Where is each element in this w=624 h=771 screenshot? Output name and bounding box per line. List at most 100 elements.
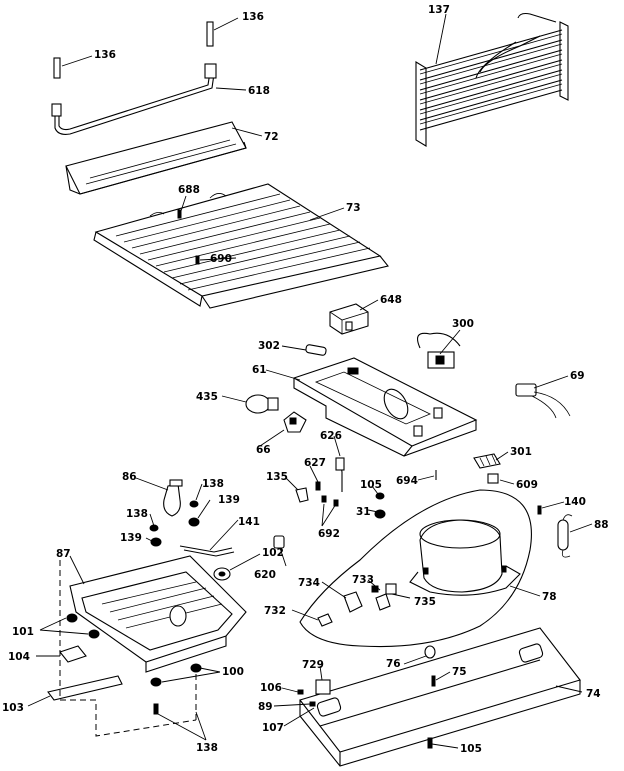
callout-139b: 139 xyxy=(120,532,142,544)
drain-trough xyxy=(65,121,247,195)
callout-735: 735 xyxy=(414,596,436,608)
callout-694: 694 xyxy=(396,475,418,487)
part-106 xyxy=(297,689,304,695)
callout-86: 86 xyxy=(122,471,137,483)
small-hardware xyxy=(295,481,542,519)
pad-104 xyxy=(59,645,87,663)
callout-729: 729 xyxy=(302,659,324,671)
callout-648: 648 xyxy=(380,294,402,306)
thermostat-626 xyxy=(335,457,345,492)
compressor-parts-732-735 xyxy=(317,583,397,627)
callout-105b: 105 xyxy=(460,743,482,755)
power-cord-141 xyxy=(179,535,285,557)
callout-302: 302 xyxy=(258,340,280,352)
fuse-302 xyxy=(305,344,327,356)
callout-75: 75 xyxy=(452,666,467,678)
callout-138c: 138 xyxy=(196,742,218,754)
callout-103: 103 xyxy=(2,702,24,714)
screw-105b xyxy=(427,737,433,749)
bulb-435 xyxy=(245,394,279,414)
defrost-timer xyxy=(329,303,369,335)
callout-106: 106 xyxy=(260,682,282,694)
grommet-139b xyxy=(150,537,162,547)
condenser-tubes xyxy=(419,29,563,131)
grommet-101a xyxy=(66,613,78,623)
callout-88: 88 xyxy=(594,519,609,531)
callout-139a: 139 xyxy=(218,494,240,506)
heater-88 xyxy=(557,514,573,558)
callout-105a: 105 xyxy=(360,479,382,491)
callout-620: 620 xyxy=(254,569,276,581)
callout-137: 137 xyxy=(428,4,450,16)
callout-301: 301 xyxy=(510,446,532,458)
callout-100: 100 xyxy=(222,666,244,678)
compressor-enclosure-78 xyxy=(299,489,532,648)
callout-69: 69 xyxy=(570,370,585,382)
pan-ribs xyxy=(115,193,371,291)
callout-138b: 138 xyxy=(126,508,148,520)
callout-102: 102 xyxy=(262,547,284,559)
guide-lines-left xyxy=(59,560,197,737)
callout-107: 107 xyxy=(262,722,284,734)
terminal-block-301 xyxy=(473,453,501,469)
callout-78: 78 xyxy=(542,591,557,603)
grommet-100a xyxy=(190,663,202,673)
screw-138c xyxy=(153,703,159,715)
grommet-101b xyxy=(88,629,100,639)
callout-74: 74 xyxy=(586,688,601,700)
callout-688: 688 xyxy=(178,184,200,196)
callout-73: 73 xyxy=(346,202,361,214)
callout-435: 435 xyxy=(196,391,218,403)
compressor xyxy=(409,519,521,596)
callout-101: 101 xyxy=(12,626,34,638)
callout-138a: 138 xyxy=(202,478,224,490)
callout-labels: 136 137 136 618 72 688 73 690 648 300 30… xyxy=(2,4,609,755)
drain-fitting-86 xyxy=(163,479,183,517)
callout-141: 141 xyxy=(238,516,260,528)
callout-104: 104 xyxy=(8,651,30,663)
part-609 xyxy=(487,473,499,484)
evaporator-pan xyxy=(93,183,389,309)
callout-66: 66 xyxy=(256,444,271,456)
callout-733: 733 xyxy=(352,574,374,586)
callout-76: 76 xyxy=(386,658,401,670)
part-729 xyxy=(315,679,331,695)
base-rail-74 xyxy=(299,627,581,767)
drain-tube-assembly xyxy=(51,21,217,135)
callout-87: 87 xyxy=(56,548,71,560)
callout-626: 626 xyxy=(320,430,342,442)
screw-75 xyxy=(431,675,436,687)
relay-part-300 xyxy=(417,332,461,369)
plug-69 xyxy=(515,383,571,419)
callout-609: 609 xyxy=(516,479,538,491)
part-89 xyxy=(309,701,316,707)
callout-618: 618 xyxy=(248,85,270,97)
grommet-100b xyxy=(150,677,162,687)
condenser-coil xyxy=(415,12,569,147)
callout-690: 690 xyxy=(210,253,232,265)
grommet-139a xyxy=(188,517,200,527)
leader-lines xyxy=(27,13,593,749)
callout-627: 627 xyxy=(304,457,326,469)
pad-103 xyxy=(47,675,123,701)
callout-72: 72 xyxy=(264,131,279,143)
grommet-138a xyxy=(189,500,199,508)
grommet-76 xyxy=(424,645,436,659)
callout-692: 692 xyxy=(318,528,340,540)
callout-61: 61 xyxy=(252,364,267,376)
callout-31: 31 xyxy=(356,506,371,518)
part-102-hole xyxy=(218,571,226,577)
callout-136a: 136 xyxy=(242,11,264,23)
drain-pan-87 xyxy=(69,555,247,673)
callout-140: 140 xyxy=(564,496,586,508)
callout-135: 135 xyxy=(266,471,288,483)
callout-136b: 136 xyxy=(94,49,116,61)
callout-89: 89 xyxy=(258,701,273,713)
socket-66 xyxy=(283,411,307,433)
callout-300: 300 xyxy=(452,318,474,330)
callout-732: 732 xyxy=(264,605,286,617)
callout-734: 734 xyxy=(298,577,320,589)
control-housing xyxy=(292,357,478,457)
